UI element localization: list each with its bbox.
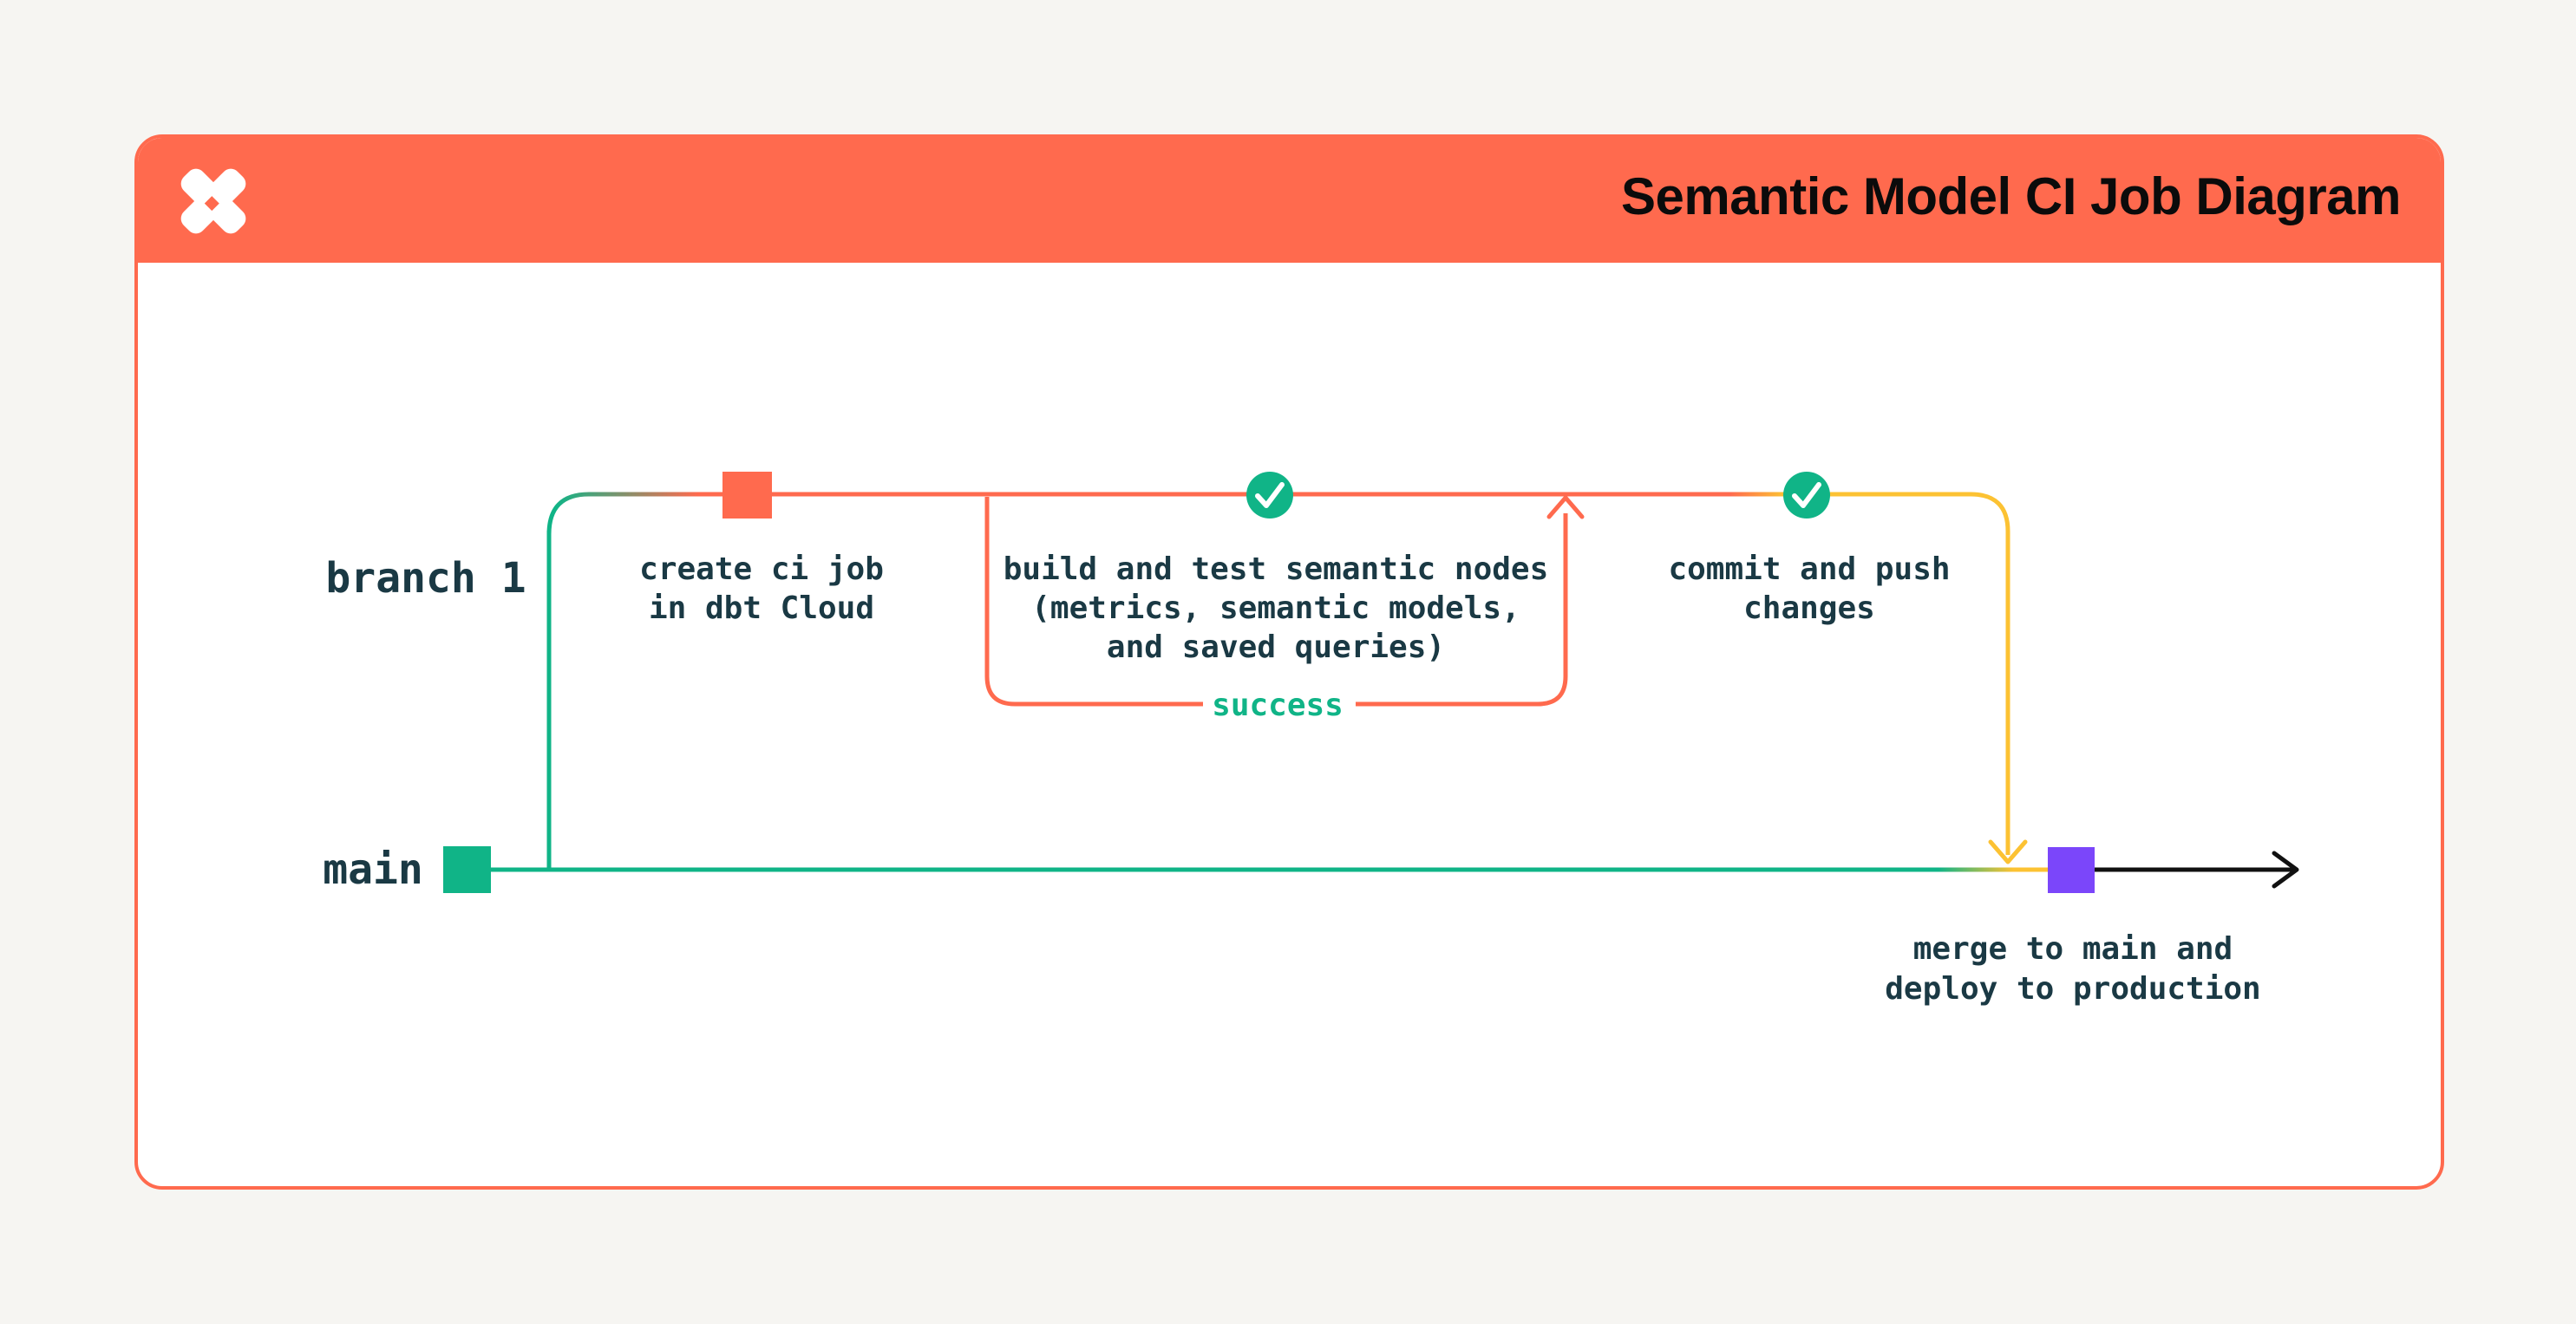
check-circle-icon (1246, 472, 1293, 519)
branch-corner-line (546, 492, 733, 535)
success-loop-left (984, 497, 1203, 707)
success-label: success (1212, 688, 1344, 723)
arrow-down-icon (1988, 839, 2028, 864)
dbt-logo-icon (180, 168, 246, 234)
page-title: Semantic Model CI Job Diagram (1620, 167, 2402, 225)
node-create-ci-label: create ci job in dbt Cloud (639, 551, 884, 626)
main-commit-square (443, 846, 491, 893)
node-commit-push-label: commit and push changes (1668, 551, 1951, 626)
arrow-right-icon (2272, 851, 2299, 889)
branch-1-label: branch 1 (325, 554, 526, 603)
node-build-test-label: build and test semantic nodes (metrics, … (1003, 551, 1549, 665)
merge-line (1785, 492, 2010, 855)
card-header: Semantic Model CI Job Diagram (138, 138, 2441, 263)
diagram-card: Semantic Model CI Job Diagram (134, 134, 2444, 1190)
main-label: main (323, 845, 423, 894)
create-ci-commit-square (722, 472, 772, 519)
arrow-up-icon (1546, 495, 1585, 519)
node-merge-deploy-label: merge to main and deploy to production (1885, 931, 2261, 1007)
merge-commit-square (2048, 847, 2095, 893)
success-loop-right (1356, 513, 1568, 707)
check-circle-icon (1783, 472, 1830, 519)
